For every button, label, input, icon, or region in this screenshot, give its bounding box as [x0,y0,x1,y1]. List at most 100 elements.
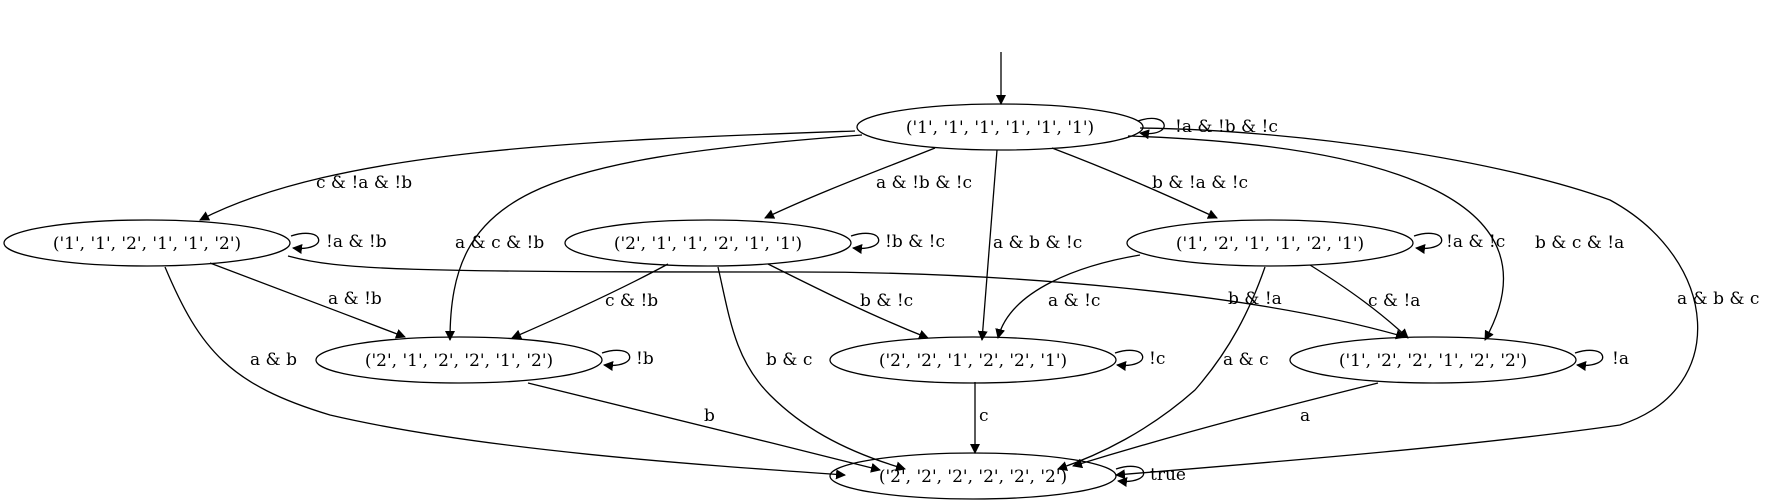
edge-path [1413,232,1443,254]
edge-s3-s5: a & !c [995,254,1141,339]
edge-path [209,262,406,339]
edge-path [1051,147,1218,219]
edge-label-s0-s3: b & !a & !c [1152,173,1248,193]
edge-s3-self: !a & !c [1413,232,1505,254]
edge-s0-s1: c & !a & !b [199,130,856,221]
edge-s2-s7: b & c [717,266,906,472]
edge-s0-s6: b & c & !a [1127,135,1624,341]
edge-path [1574,349,1604,371]
state-node-s7: ('2', '2', '2', '2', '2', '2') [829,452,1117,500]
edge-s0-s7: a & b & c [1115,127,1759,480]
edge-s3-s7: a & c [1057,266,1269,471]
edge-label-s1-self: !a & !b [326,232,387,252]
edge-s7-self: true [1115,465,1186,487]
edge-path [287,255,1406,340]
edge-s0-s3: b & !a & !c [1051,147,1248,219]
edge-label-s2-s5: b & !c [860,291,913,311]
edge-s2-s5: b & !c [767,263,929,340]
edge-path [164,266,846,480]
edge-path [1114,349,1144,371]
edge-path [977,149,998,341]
edge-label-s3-s6: c & !a [1368,291,1420,311]
edge-s4-self: !b [601,349,654,371]
edge-label-s2-self: !b & !c [885,232,945,252]
edge-s1-self: !a & !b [290,232,387,254]
edge-path [850,232,880,254]
state-label-s0: ('1', '1', '1', '1', '1', '1') [906,118,1094,138]
edge-label-s3-s7: a & c [1223,350,1269,370]
state-ellipse [1289,336,1577,384]
edge-label-s5-s7: c [979,406,989,426]
edge-s0-s2: a & !b & !c [764,147,972,219]
edge-path [1127,135,1505,341]
state-node-s6: ('1', '2', '2', '1', '2', '2') [1289,336,1577,384]
state-node-s0: ('1', '1', '1', '1', '1', '1') [856,103,1144,151]
edge-label-s7-self: true [1150,465,1186,485]
state-node-s1: ('1', '1', '2', '1', '1', '2') [3,219,291,267]
edge-s0-s4: a & c & !b [445,134,863,341]
state-label-s1: ('1', '1', '2', '1', '1', '2') [53,234,241,254]
state-ellipse [1126,219,1414,267]
edge-s6-s7: a [1072,382,1379,469]
state-label-s2: ('2', '1', '1', '2', '1', '1') [614,234,802,254]
state-node-s5: ('2', '2', '1', '2', '2', '1') [829,336,1117,384]
edge-label-s0-s5: a & b & !c [993,233,1082,253]
edge-s4-s7: b [527,382,881,473]
edge-path [445,134,863,341]
edge-path [995,254,1141,339]
edge-path [1115,465,1145,487]
state-ellipse [315,336,603,384]
state-label-s4: ('2', '1', '2', '2', '1', '2') [365,351,553,371]
edge-label-s5-self: !c [1149,349,1165,369]
edge-path [1309,264,1409,339]
state-ellipse [856,103,1144,151]
edge-label-s4-self: !b [636,349,654,369]
state-ellipse [829,452,1117,500]
edge-label-s3-self: !a & !c [1446,232,1505,252]
edge-path [199,130,856,221]
edge-label-s0-s6: b & c & !a [1535,233,1624,253]
state-label-s5: ('2', '2', '1', '2', '2', '1') [879,351,1067,371]
edge-path [1072,382,1379,469]
edge-label-s2-s7: b & c [766,350,812,370]
state-label-s3: ('1', '2', '1', '1', '2', '1') [1176,234,1364,254]
edge-label-s0-self: !a & !b & !c [1175,117,1278,137]
edge-path [527,382,881,473]
edge-label-s2-s4: c & !b [605,291,658,311]
edge-label-s0-s1: c & !a & !b [316,173,412,193]
edge-path [290,232,320,254]
edge-label-s1-s7: a & b [250,350,297,370]
edge-s5-self: !c [1114,349,1165,371]
edge-label-s6-self: !a [1612,349,1629,369]
edge-s2-s4: c & !b [511,263,669,340]
edge-label-s1-s6: b & !a [1228,289,1282,309]
state-label-s6: ('1', '2', '2', '1', '2', '2') [1339,351,1527,371]
edge-path [1057,266,1266,471]
edge-path [601,349,631,371]
edge-label-s0-s4: a & c & !b [455,233,544,253]
edge-label-s1-s4: a & !b [328,289,382,309]
edge-s2-self: !b & !c [850,232,945,254]
state-label-s7: ('2', '2', '2', '2', '2', '2') [879,467,1067,487]
edge-label-s3-s5: a & !c [1048,291,1100,311]
edge-path [1115,127,1699,480]
state-node-s4: ('2', '1', '2', '2', '1', '2') [315,336,603,384]
edge-s3-s6: c & !a [1309,264,1420,339]
state-ellipse [564,219,852,267]
edge-s6-self: !a [1574,349,1629,371]
state-ellipse [3,219,291,267]
edge-s0-self: !a & !b & !c [1137,117,1278,140]
edge-path [1137,117,1165,140]
state-node-s2: ('2', '1', '1', '2', '1', '1') [564,219,852,267]
edge-s1-s4: a & !b [209,262,406,339]
edge-label-s6-s7: a [1300,406,1310,426]
edge-label-s0-s7: a & b & c [1677,289,1759,309]
edge-s1-s6: b & !a [287,255,1406,340]
edge-label-s0-s2: a & !b & !c [876,173,972,193]
edge-label-s4-s7: b [704,406,715,426]
edge-path [764,147,936,219]
state-node-s3: ('1', '2', '1', '1', '2', '1') [1126,219,1414,267]
edge-s0-s5: a & b & !c [977,149,1082,341]
edge-s5-s7: c [970,382,989,454]
